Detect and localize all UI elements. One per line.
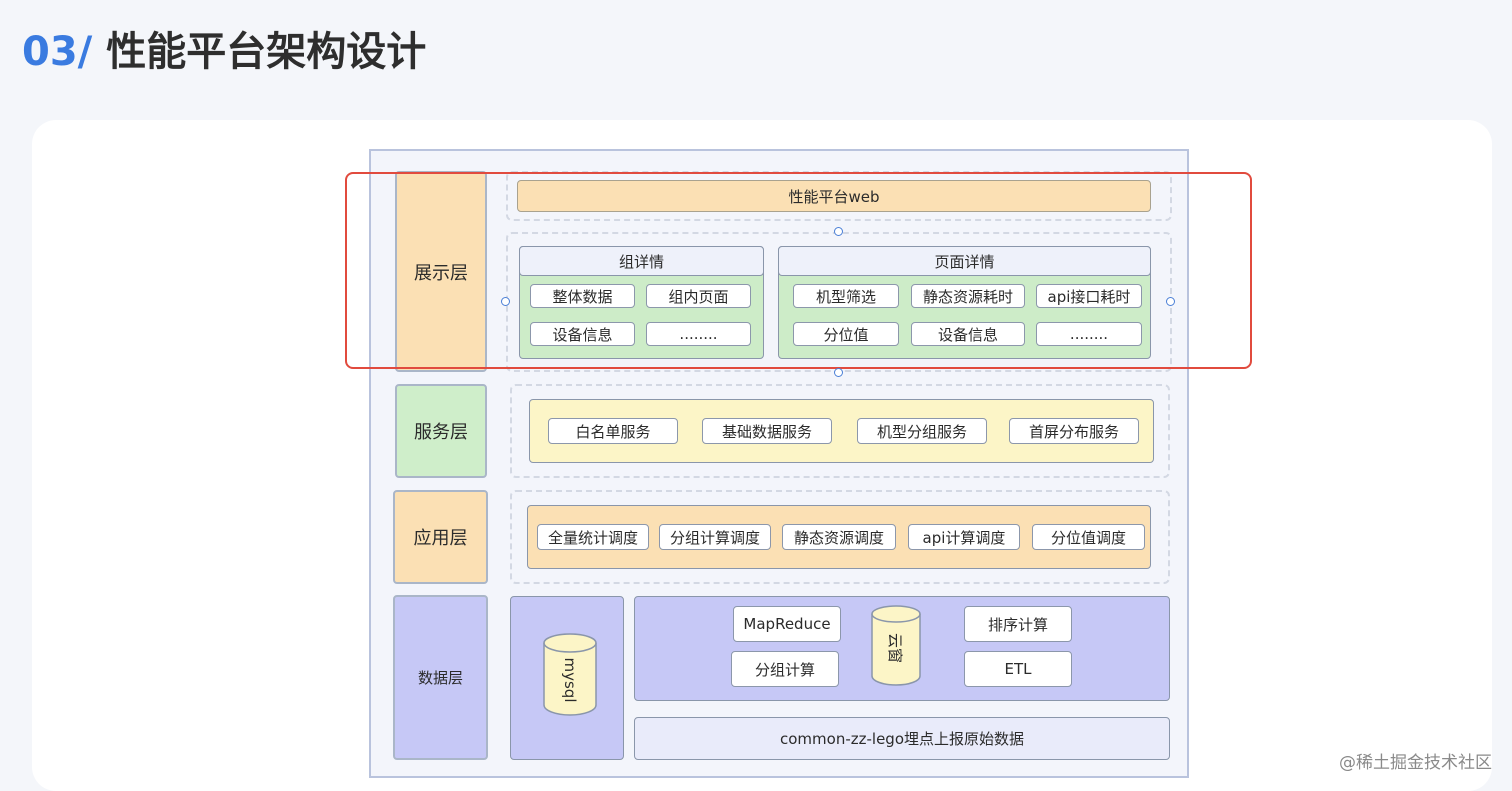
compute-group-calc: 分组计算	[731, 651, 839, 687]
page-item-device-info: 设备信息	[911, 322, 1025, 346]
section-number: 03/	[22, 29, 93, 75]
resize-handle-top[interactable]	[834, 227, 843, 236]
page-item-static-resource-time: 静态资源耗时	[911, 284, 1025, 308]
compute-sort-calc: 排序计算	[964, 606, 1072, 642]
group-item-more: ........	[646, 322, 751, 346]
app-static-resource-schedule: 静态资源调度	[782, 524, 896, 550]
page-detail-title: 页面详情	[778, 246, 1151, 276]
cloud-window-cylinder-icon	[871, 605, 921, 686]
group-item-overall-data: 整体数据	[530, 284, 635, 308]
service-base-data: 基础数据服务	[702, 418, 832, 444]
service-first-screen-distribution: 首屏分布服务	[1009, 418, 1139, 444]
app-group-compute-schedule: 分组计算调度	[659, 524, 771, 550]
layer-label-data: 数据层	[393, 595, 488, 760]
layer-label-service: 服务层	[395, 384, 487, 478]
group-item-device-info: 设备信息	[530, 322, 635, 346]
title-text: 性能平台架构设计	[106, 29, 427, 75]
page-item-model-filter: 机型筛选	[793, 284, 899, 308]
layer-label-application: 应用层	[393, 490, 488, 584]
cloud-window-label: 云窗	[886, 632, 905, 663]
page-item-api-time: api接口耗时	[1036, 284, 1142, 308]
service-model-grouping: 机型分组服务	[857, 418, 987, 444]
application-zone	[510, 490, 1170, 584]
mysql-label: mysql	[561, 657, 579, 703]
app-full-stat-schedule: 全量统计调度	[537, 524, 649, 550]
resize-handle-left[interactable]	[501, 297, 510, 306]
resize-handle-bottom[interactable]	[834, 368, 843, 377]
compute-mapreduce: MapReduce	[733, 606, 841, 642]
group-item-pages: 组内页面	[646, 284, 751, 308]
app-api-compute-schedule: api计算调度	[908, 524, 1020, 550]
service-zone	[510, 384, 1170, 478]
group-detail-title: 组详情	[519, 246, 764, 276]
page-item-more: ........	[1036, 322, 1142, 346]
resize-handle-right[interactable]	[1166, 297, 1175, 306]
selection-highlight[interactable]	[345, 172, 1252, 369]
page-item-percentile: 分位值	[793, 322, 899, 346]
performance-web-box: 性能平台web	[517, 180, 1151, 212]
mysql-cylinder-icon	[543, 633, 597, 716]
layer-label-presentation: 展示层	[395, 171, 487, 372]
app-percentile-schedule: 分位值调度	[1032, 524, 1145, 550]
service-whitelist: 白名单服务	[548, 418, 678, 444]
slide-title: 03/ 性能平台架构设计	[22, 26, 426, 78]
compute-etl: ETL	[964, 651, 1072, 687]
raw-data-source-box: common-zz-lego埋点上报原始数据	[634, 717, 1170, 760]
watermark: @稀土掘金技术社区	[1339, 753, 1492, 773]
